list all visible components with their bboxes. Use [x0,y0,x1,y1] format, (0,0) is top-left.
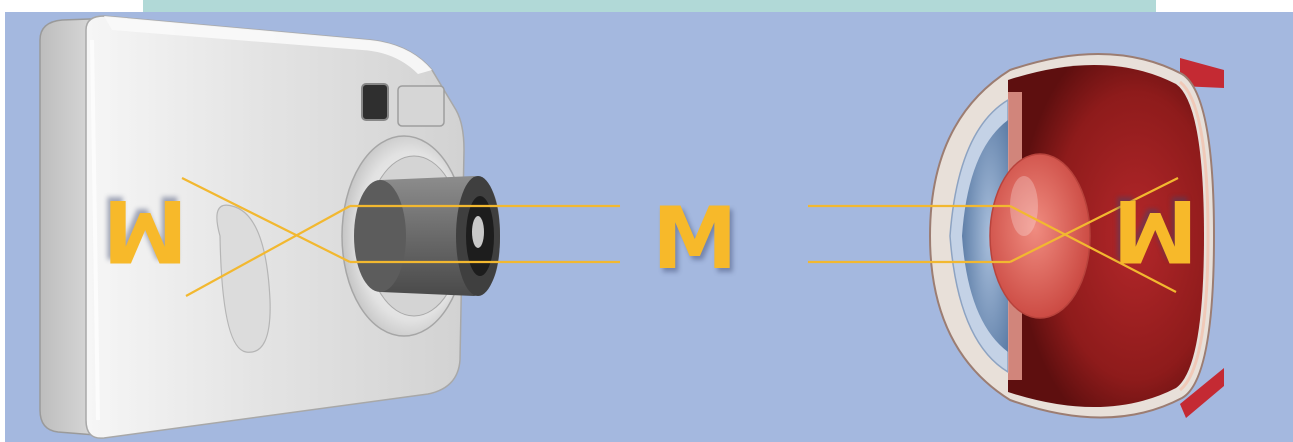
crystalline-lens [990,154,1090,318]
object-letter: M [652,196,738,282]
camera-inverted-image-letter: M [102,187,188,273]
viewfinder-window [362,84,388,120]
flash-window [398,86,444,126]
eye-inverted-image-letter: M [1112,187,1198,273]
lens-glass [472,216,484,248]
